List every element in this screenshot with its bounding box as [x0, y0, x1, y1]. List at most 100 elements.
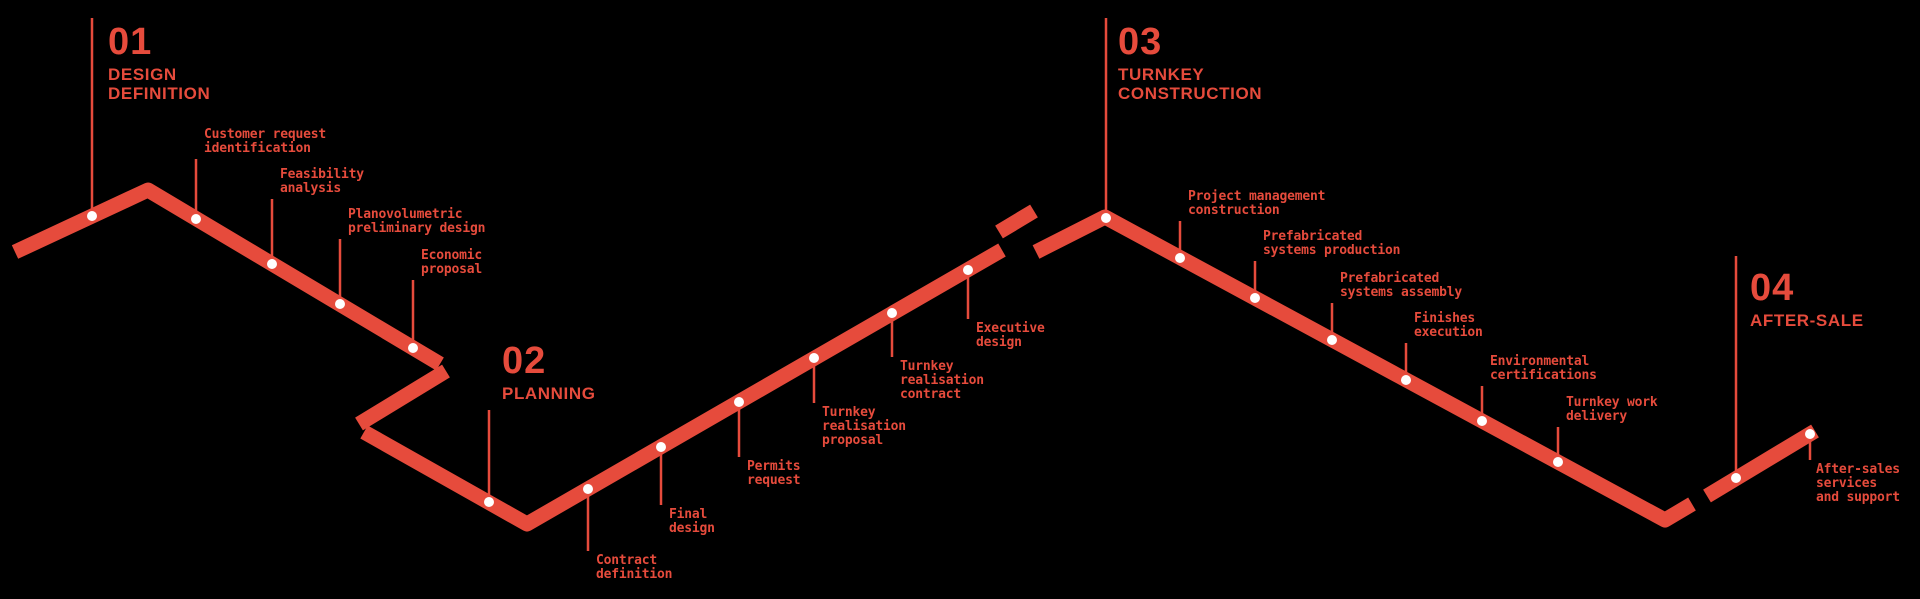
step-label-line: proposal: [822, 433, 884, 448]
step-label-line: design: [976, 335, 1022, 350]
step-label-line: preliminary design: [348, 221, 486, 236]
step-label-line: certifications: [1490, 368, 1597, 383]
step-label-line: systems assembly: [1340, 285, 1463, 300]
step-label-line: Turnkey work: [1566, 395, 1658, 410]
timeline-segment: [1032, 209, 1696, 528]
phase-title-line: DEFINITION: [108, 84, 211, 103]
step-label-line: Finishes: [1414, 311, 1476, 326]
timeline-segment: [1703, 424, 1819, 503]
step-label-line: Feasibility: [280, 167, 364, 182]
phase-dot: [87, 211, 97, 221]
step-label-line: Prefabricated: [1340, 271, 1440, 286]
step-dot: [267, 259, 277, 269]
step-label-line: Final: [669, 507, 708, 522]
phase-title-line: DESIGN: [108, 65, 177, 84]
step-label-line: Economic: [421, 248, 483, 263]
step-dot: [191, 214, 201, 224]
step-label-line: Environmental: [1490, 354, 1590, 369]
step-dot: [1327, 335, 1337, 345]
step-label-line: systems production: [1263, 243, 1401, 258]
step-label-line: Customer request: [204, 127, 327, 142]
timeline-segment: [995, 204, 1038, 239]
step-label-line: Planovolumetric: [348, 207, 463, 222]
step-label-line: Project management: [1188, 189, 1326, 204]
phase-title: AFTER-SALE: [1750, 311, 1864, 330]
phase-number: 02: [502, 340, 547, 382]
step-dot: [809, 353, 819, 363]
step-label-line: design: [669, 521, 715, 536]
step-label-line: Turnkey: [900, 359, 954, 374]
phase-title-line: TURNKEY: [1118, 65, 1205, 84]
step-label-line: analysis: [280, 181, 342, 196]
step-dot: [1805, 429, 1815, 439]
step-label-line: Executive: [976, 321, 1045, 336]
step-label-line: delivery: [1566, 409, 1628, 424]
step-label-line: Contract: [596, 553, 658, 568]
phase-number: 01: [108, 21, 153, 63]
step-label-line: Permits: [747, 459, 801, 474]
step-dot: [1553, 457, 1563, 467]
step-label-line: and support: [1816, 490, 1900, 505]
step-label-line: definition: [596, 567, 673, 582]
phase-dot: [1731, 473, 1741, 483]
step-label-line: Turnkey: [822, 405, 876, 420]
phase-title-line: CONSTRUCTION: [1118, 84, 1263, 103]
step-dot: [963, 265, 973, 275]
phase-dot: [1101, 213, 1111, 223]
step-dot: [583, 484, 593, 494]
step-dot: [1477, 416, 1487, 426]
step-label-line: request: [747, 473, 801, 488]
step-label-line: execution: [1414, 325, 1483, 340]
step-label-line: realisation: [900, 373, 984, 388]
step-dot: [734, 397, 744, 407]
step-label-line: construction: [1188, 203, 1280, 218]
phase-title-line: PLANNING: [502, 384, 596, 403]
step-dot: [887, 308, 897, 318]
step-label-line: After-sales: [1816, 462, 1900, 477]
phase-number: 03: [1118, 21, 1163, 63]
step-label-line: identification: [204, 141, 311, 156]
step-dot: [1250, 293, 1260, 303]
step-dot: [1175, 253, 1185, 263]
step-label-line: contract: [900, 387, 962, 402]
step-dot: [335, 299, 345, 309]
phase-title-line: AFTER-SALE: [1750, 311, 1864, 330]
step-dot: [1401, 375, 1411, 385]
step-label-line: proposal: [421, 262, 483, 277]
phase-number: 04: [1750, 267, 1795, 309]
timeline-segment: [355, 364, 450, 431]
step-dot: [408, 343, 418, 353]
step-label-line: services: [1816, 476, 1878, 491]
step-dot: [656, 442, 666, 452]
phase-title: PLANNING: [502, 384, 596, 403]
step-label-line: Prefabricated: [1263, 229, 1363, 244]
timeline-segment: [360, 243, 1006, 532]
step-label-line: realisation: [822, 419, 906, 434]
